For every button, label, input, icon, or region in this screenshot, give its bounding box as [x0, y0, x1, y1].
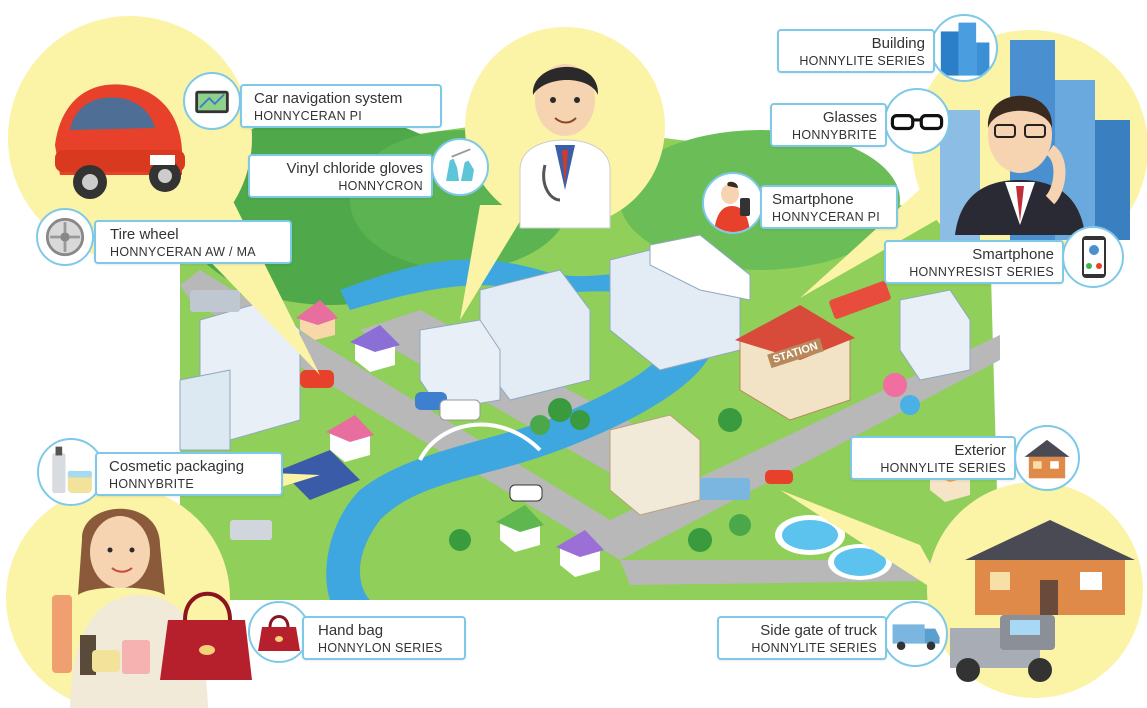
truck-gate-title: Side gate of truck	[760, 622, 877, 639]
building-callout: Building HONNYLITE SERIES	[777, 29, 935, 73]
cosmetic-packaging-title: Cosmetic packaging	[109, 458, 245, 475]
smartphone-call-icon	[1062, 226, 1124, 288]
glasses-icon	[884, 88, 950, 154]
bubble-woman	[6, 486, 252, 708]
smartphone-business-series: HONNYRESIST SERIES	[909, 265, 1054, 279]
vinyl-gloves-title: Vinyl chloride gloves	[286, 160, 423, 177]
building-series: HONNYLITE SERIES	[799, 54, 925, 68]
smartphone-doctor-callout: Smartphone HONNYCERAN PI	[760, 185, 898, 229]
house-icon	[1014, 425, 1080, 491]
truck-gate-callout: Side gate of truck HONNYLITE SERIES	[717, 616, 887, 660]
smartphone-icon	[702, 172, 764, 234]
tire-wheel-title: Tire wheel	[110, 226, 179, 243]
glasses-callout: Glasses HONNYBRITE	[770, 103, 887, 147]
smartphone-business-title: Smartphone	[972, 246, 1054, 263]
tire-wheel-icon	[36, 208, 94, 266]
car-navigation-callout: Car navigation system HONNYCERAN PI	[240, 84, 442, 128]
car-navigation-title: Car navigation system	[254, 90, 403, 107]
hand-bag-callout: Hand bag HONNYLON SERIES	[302, 616, 466, 660]
vinyl-gloves-callout: Vinyl chloride gloves HONNYCRON	[248, 154, 433, 198]
bubble-house-truck	[927, 482, 1143, 698]
gloves-icon	[431, 138, 489, 196]
cosmetics-icon	[37, 438, 105, 506]
cosmetic-packaging-callout: Cosmetic packaging HONNYBRITE	[95, 452, 283, 496]
bubble-car	[8, 16, 252, 260]
truck-icon	[882, 601, 948, 667]
handbag-icon	[248, 601, 310, 663]
truck-gate-series: HONNYLITE SERIES	[751, 641, 877, 655]
bubble-doctor	[465, 27, 665, 229]
car-navigation-icon	[183, 72, 241, 130]
car-navigation-series: HONNYCERAN PI	[254, 109, 363, 123]
exterior-title: Exterior	[954, 442, 1006, 459]
tire-wheel-series: HONNYCERAN AW / MA	[110, 245, 256, 259]
hand-bag-title: Hand bag	[318, 622, 384, 639]
smartphone-doctor-series: HONNYCERAN PI	[772, 210, 881, 224]
glasses-title: Glasses	[822, 109, 877, 126]
smartphone-doctor-title: Smartphone	[772, 191, 854, 208]
vinyl-gloves-series: HONNYCRON	[338, 179, 423, 193]
tire-wheel-callout: Tire wheel HONNYCERAN AW / MA	[94, 220, 292, 264]
hand-bag-series: HONNYLON SERIES	[318, 641, 443, 655]
exterior-series: HONNYLITE SERIES	[880, 461, 1006, 475]
building-title: Building	[871, 35, 925, 52]
bubble-businessman	[912, 30, 1147, 266]
exterior-callout: Exterior HONNYLITE SERIES	[850, 436, 1016, 480]
smartphone-business-callout: Smartphone HONNYRESIST SERIES	[884, 240, 1064, 284]
glasses-series: HONNYBRITE	[792, 128, 877, 142]
cosmetic-packaging-series: HONNYBRITE	[109, 477, 194, 491]
building-icon	[930, 14, 998, 82]
